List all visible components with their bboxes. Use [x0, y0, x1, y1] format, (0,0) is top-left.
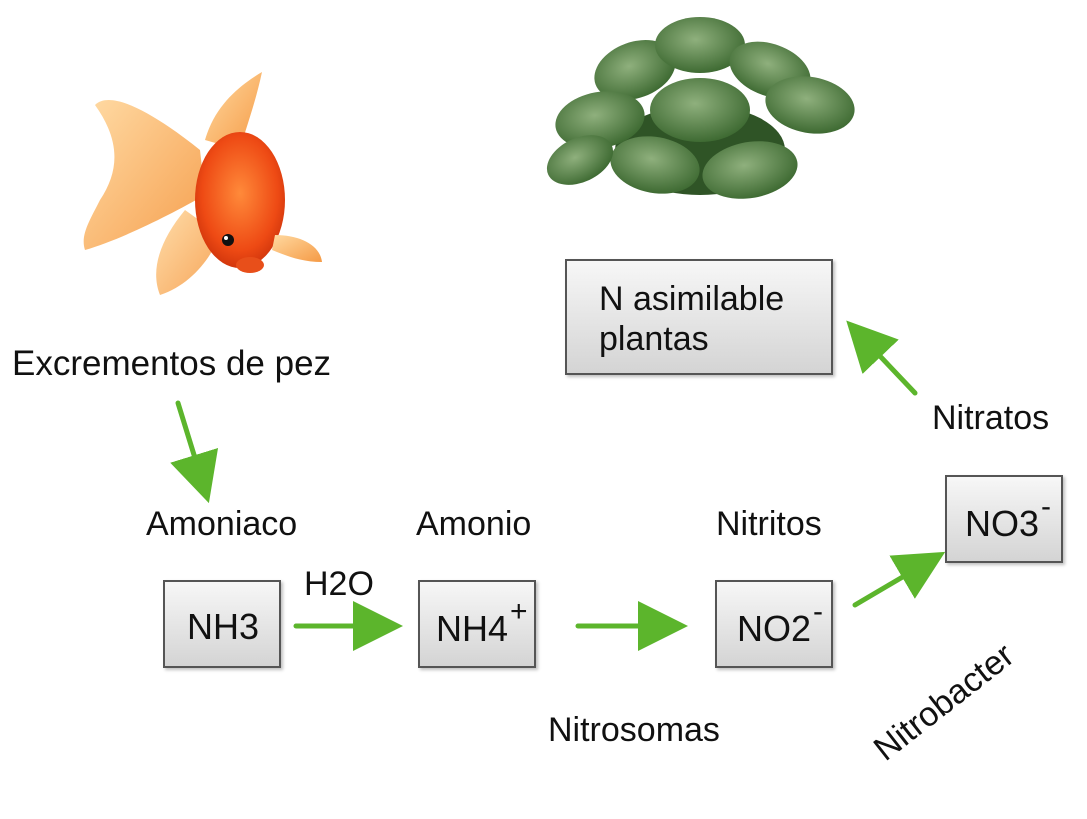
box-nh4: NH4+ — [418, 580, 536, 668]
arrow-fish-to-ammonia — [170, 400, 219, 504]
label-ammonium: Amonio — [416, 505, 532, 543]
charge-nh4: + — [510, 595, 528, 628]
formula-no2: NO2 — [737, 608, 812, 649]
goldfish-icon — [83, 72, 322, 295]
label-nitrates: Nitratos — [932, 399, 1050, 437]
label-ammonia: Amoniaco — [146, 505, 298, 543]
arrow-nitrates-to-plants — [846, 320, 918, 396]
formula-no3: NO3 — [965, 503, 1040, 544]
label-nitrites: Nitritos — [716, 505, 822, 543]
box-no3: NO3- — [945, 475, 1063, 563]
plant-icon — [546, 17, 855, 199]
formula-nh4: NH4 — [436, 608, 509, 649]
box-plant-nitrogen: N asimilable plantas — [565, 259, 833, 375]
arrow-no2-to-no3 — [852, 551, 946, 608]
formula-nh3: NH3 — [187, 606, 260, 647]
label-nitrosomas: Nitrosomas — [548, 711, 720, 749]
label-fish-waste: Excrementos de pez — [12, 344, 332, 383]
box-nh3: NH3 — [163, 580, 281, 668]
box-no2: NO2- — [715, 580, 833, 668]
charge-no3: - — [1041, 490, 1052, 523]
label-water: H2O — [304, 565, 374, 603]
plant-n-line1: N asimilable — [599, 280, 785, 318]
plant-n-line2: plantas — [599, 320, 709, 358]
charge-no2: - — [813, 595, 824, 628]
